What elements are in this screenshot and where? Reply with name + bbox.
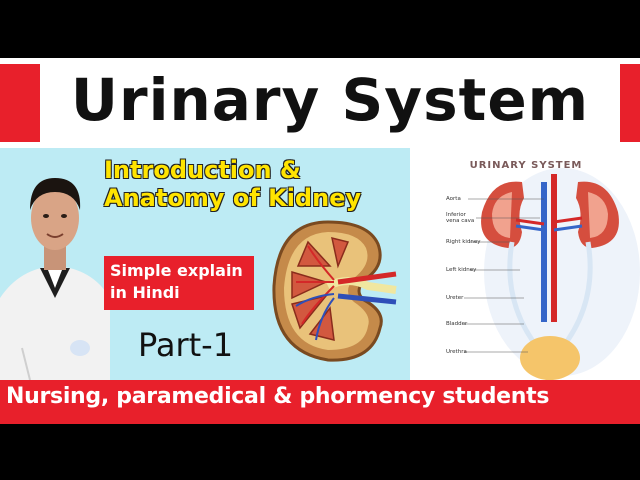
label-urethra: Urethra: [446, 349, 467, 355]
kidney-cross-section-icon: [272, 220, 397, 362]
label-left-kidney: Left kidney: [446, 267, 477, 273]
subtitle-line-2: Anatomy of Kidney: [104, 184, 362, 212]
label-right-kidney: Right kidney: [446, 239, 481, 245]
bottom-band: [0, 380, 640, 424]
part-label: Part-1: [138, 326, 234, 364]
label-bladder: Bladder: [446, 321, 468, 327]
subtitle-line-1: Introduction &: [104, 156, 301, 184]
title-box: Urinary System: [40, 58, 620, 142]
subtitle: Introduction & Anatomy of Kidney: [104, 156, 404, 212]
thumbnail-frame: Urinary System Introduction & Anatomy of…: [0, 58, 640, 424]
main-title: Urinary System: [70, 66, 590, 134]
audience-text: Nursing, paramedical & phormency student…: [6, 384, 550, 409]
urinary-system-diagram-icon: [464, 168, 640, 380]
hindi-note-line-2: in Hindi: [110, 283, 180, 302]
urinary-diagram-panel: URINARY SYSTEM Aor: [412, 152, 640, 380]
diagram-title: URINARY SYSTEM: [469, 160, 583, 171]
label-ivc-1: Inferior: [446, 212, 466, 218]
label-aorta: Aorta: [446, 196, 461, 202]
label-ureter: Ureter: [446, 295, 464, 301]
hindi-note-box: Simple explain in Hindi: [104, 256, 254, 310]
hindi-note-line-1: Simple explain: [110, 261, 243, 280]
label-ivc-2: vena cava: [446, 218, 475, 224]
person-photo-icon: [0, 148, 110, 380]
